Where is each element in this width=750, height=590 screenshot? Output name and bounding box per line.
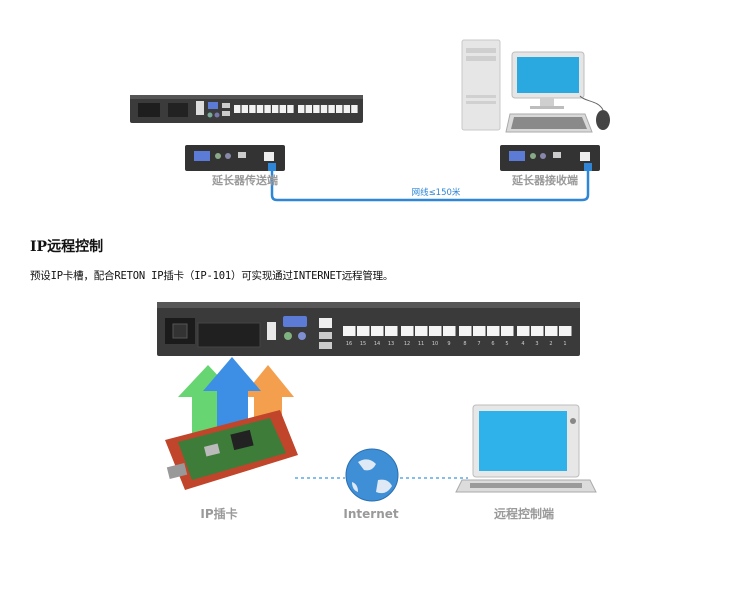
port-number-label: 11: [418, 341, 424, 347]
section-description: 预设IP卡槽，配合RETON IP插卡（IP-101）可实现通过INTERNET…: [30, 270, 394, 282]
rj45-port: [429, 326, 442, 336]
kvm-switch-small: [130, 95, 363, 123]
rj45-port: [351, 105, 358, 113]
rj45-port: [357, 326, 370, 336]
kvm-switch-large: 16 15 14 13 12 11 10 9 8 7 6 5 4 3 2 1: [157, 302, 580, 356]
rj45-port: [272, 105, 279, 113]
rj45-port: [343, 326, 356, 336]
rj45-port: [313, 105, 320, 113]
rj45-port: [501, 326, 514, 336]
port-number-label: 4: [521, 341, 524, 347]
mouse: [579, 95, 610, 130]
rj45-port: [545, 326, 558, 336]
port-number-label: 16: [346, 341, 352, 347]
rj45-port: [241, 105, 248, 113]
port-number-label: 6: [491, 341, 494, 347]
rj45-port: [336, 105, 343, 113]
rj45-port: [343, 105, 350, 113]
rj45-port: [298, 105, 305, 113]
extender-transmitter: [185, 145, 285, 171]
port-number-label: 1: [563, 341, 566, 347]
rj45-port: [371, 326, 384, 336]
rj45-port: [328, 105, 335, 113]
receiver-label: 延长器接收端: [511, 173, 578, 187]
rj45-port: [473, 326, 486, 336]
rj45-port: [517, 326, 530, 336]
port-number-label: 8: [463, 341, 466, 347]
rj45-port: [249, 105, 256, 113]
remote-label: 远程控制端: [494, 506, 554, 521]
port-number-label: 15: [360, 341, 366, 347]
port-number-label: 3: [535, 341, 538, 347]
rj45-port: [287, 105, 294, 113]
rj45-port: [234, 105, 241, 113]
rj45-port: [443, 326, 456, 336]
port-number-label: 2: [549, 341, 552, 347]
port-number-label: 10: [432, 341, 438, 347]
port-number-label: 13: [388, 341, 394, 347]
internet-label: Internet: [343, 507, 398, 521]
port-number-label: 14: [374, 341, 380, 347]
internet-globe-icon: [345, 448, 399, 502]
port-number-label: 5: [505, 341, 508, 347]
rj45-port: [264, 105, 271, 113]
network-cable: [270, 165, 590, 202]
transmitter-label: 延长器传送端: [211, 173, 278, 187]
rj45-port: [459, 326, 472, 336]
rj45-port: [415, 326, 428, 336]
rj45-port: [401, 326, 414, 336]
laptop: [455, 404, 597, 493]
top-diagram: 延长器传送端 延长器接收端 网线≤150米: [130, 39, 610, 202]
rj45-port: [487, 326, 500, 336]
rj45-port: [559, 326, 572, 336]
port-number-label: 12: [404, 341, 410, 347]
extender-receiver: [500, 145, 600, 171]
bottom-diagram: 16 15 14 13 12 11 10 9 8 7 6 5 4 3 2 1 IP插卡 Internet 远程…: [157, 302, 597, 521]
section-heading: IP远程控制: [30, 239, 104, 255]
cable-length-label: 网线≤150米: [412, 187, 461, 198]
ip-card: [165, 410, 298, 490]
rj45-port: [256, 105, 264, 113]
rj45-port: [320, 105, 328, 113]
pc-tower: [461, 39, 501, 131]
port-number-label: 9: [447, 341, 450, 347]
rj45-port: [305, 105, 312, 113]
monitor: [511, 51, 585, 109]
ip-card-label: IP插卡: [200, 506, 237, 521]
rj45-port: [531, 326, 544, 336]
keyboard: [505, 113, 593, 133]
rj45-port: [385, 326, 398, 336]
rj45-port: [279, 105, 286, 113]
port-number-label: 7: [477, 341, 480, 347]
